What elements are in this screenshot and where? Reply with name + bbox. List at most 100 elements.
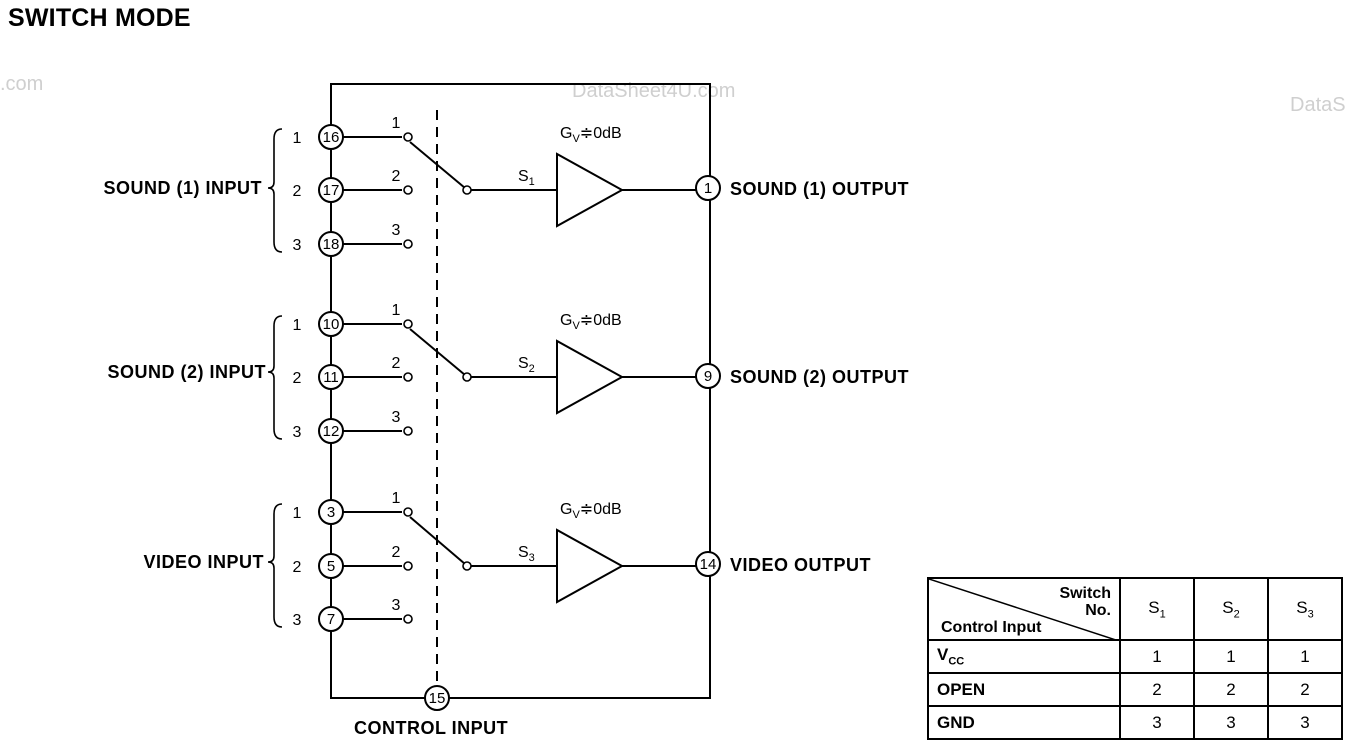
- input-group-label: VIDEO INPUT: [143, 552, 264, 572]
- row-label-vcc: VCC: [927, 639, 1121, 674]
- input-pin-circle: [318, 311, 344, 337]
- input-position-number: 2: [293, 559, 302, 576]
- output-pin-number: 1: [704, 180, 712, 197]
- watermark-left: .com: [0, 73, 43, 95]
- switch-common: [462, 185, 472, 195]
- input-pin-number: 10: [323, 316, 340, 333]
- switch-contact: [403, 426, 413, 436]
- switch-label: S1: [518, 168, 535, 188]
- input-position-number: 2: [293, 183, 302, 200]
- input-position-number: 3: [293, 424, 302, 441]
- control-pin-number: 15: [429, 690, 446, 707]
- table-cell: 1: [1193, 639, 1269, 674]
- table-cell: 3: [1267, 705, 1343, 740]
- row-label-open: OPEN: [927, 672, 1121, 707]
- input-brace: [267, 503, 283, 628]
- input-pin-circle: [318, 124, 344, 150]
- input-pin-circle: [318, 499, 344, 525]
- output-pin-circle: [695, 363, 721, 389]
- input-pin-number: 17: [323, 182, 340, 199]
- row-label-gnd: GND: [927, 705, 1121, 740]
- control-input-label: CONTROL INPUT: [354, 718, 508, 738]
- switch-contact-number: 1: [392, 490, 401, 507]
- switch-contact: [403, 372, 413, 382]
- input-position-number: 3: [293, 612, 302, 629]
- input-pin-number: 11: [323, 369, 339, 386]
- page-title: SWITCH MODE: [8, 4, 191, 32]
- switch-common: [462, 372, 472, 382]
- input-group-label: SOUND (2) INPUT: [107, 362, 266, 382]
- switch-contact: [403, 507, 413, 517]
- table-col-s2: S2: [1193, 577, 1269, 641]
- input-pin-circle: [318, 553, 344, 579]
- switch-label: S3: [518, 544, 535, 564]
- input-position-number: 3: [293, 237, 302, 254]
- input-position-number: 1: [293, 130, 302, 147]
- output-label: VIDEO OUTPUT: [730, 555, 871, 575]
- input-position-number: 1: [293, 505, 302, 522]
- output-pin-number: 9: [704, 368, 712, 385]
- ic-outline: [330, 83, 711, 699]
- switch-contact-number: 3: [392, 222, 401, 239]
- watermark-center: DataSheet4U.com: [572, 80, 735, 102]
- input-brace: [267, 128, 283, 253]
- gain-label: GV≑0dB: [560, 125, 622, 145]
- header-control-input: Control Input: [941, 619, 1042, 636]
- input-pin-number: 12: [323, 423, 340, 440]
- input-position-number: 1: [293, 317, 302, 334]
- switch-blade: [409, 141, 466, 189]
- input-pin-circle: [318, 606, 344, 632]
- header-no: No.: [1085, 602, 1111, 619]
- gain-label: GV≑0dB: [560, 501, 622, 521]
- table-col-s1: S1: [1119, 577, 1195, 641]
- input-pin-number: 5: [327, 558, 335, 575]
- input-pin-circle: [318, 418, 344, 444]
- switch-contact: [403, 132, 413, 142]
- switch-label: S2: [518, 355, 535, 375]
- control-pin-circle: [424, 685, 450, 711]
- table-cell: 2: [1119, 672, 1195, 707]
- switch-blade: [409, 516, 466, 565]
- switch-common: [462, 561, 472, 571]
- input-pin-number: 3: [327, 504, 335, 521]
- input-pin-number: 7: [327, 611, 335, 628]
- amplifier-triangle: [556, 528, 625, 604]
- switch-contact-number: 3: [392, 597, 401, 614]
- header-switch: Switch: [1059, 585, 1111, 602]
- input-pin-circle: [318, 177, 344, 203]
- switch-contact-number: 1: [392, 302, 401, 319]
- switch-contact: [403, 185, 413, 195]
- switch-blade: [409, 328, 466, 376]
- output-pin-number: 14: [700, 556, 717, 573]
- table-cell: 2: [1193, 672, 1269, 707]
- gain-label: GV≑0dB: [560, 312, 622, 332]
- switch-contact-number: 2: [392, 544, 401, 561]
- input-pin-circle: [318, 231, 344, 257]
- switch-contact: [403, 614, 413, 624]
- switch-contact: [403, 239, 413, 249]
- output-pin-circle: [695, 551, 721, 577]
- table-cell: 3: [1193, 705, 1269, 740]
- switch-contact-number: 2: [392, 355, 401, 372]
- output-label: SOUND (2) OUTPUT: [730, 367, 909, 387]
- watermark-right: DataS: [1290, 94, 1346, 116]
- switch-contact-number: 2: [392, 168, 401, 185]
- switch-contact: [403, 319, 413, 329]
- switch-contact-number: 1: [392, 115, 401, 132]
- table-cell: 1: [1267, 639, 1343, 674]
- table-cell: 2: [1267, 672, 1343, 707]
- table-col-s3: S3: [1267, 577, 1343, 641]
- table-cell: 1: [1119, 639, 1195, 674]
- table-row: VCC 1 1 1: [927, 639, 1343, 674]
- switch-contact: [403, 561, 413, 571]
- input-pin-circle: [318, 364, 344, 390]
- switch-contact-number: 3: [392, 409, 401, 426]
- input-pin-number: 16: [323, 129, 340, 146]
- table-row: OPEN 2 2 2: [927, 672, 1343, 707]
- output-label: SOUND (1) OUTPUT: [730, 179, 909, 199]
- table-row: GND 3 3 3: [927, 705, 1343, 740]
- amplifier-triangle: [556, 339, 625, 415]
